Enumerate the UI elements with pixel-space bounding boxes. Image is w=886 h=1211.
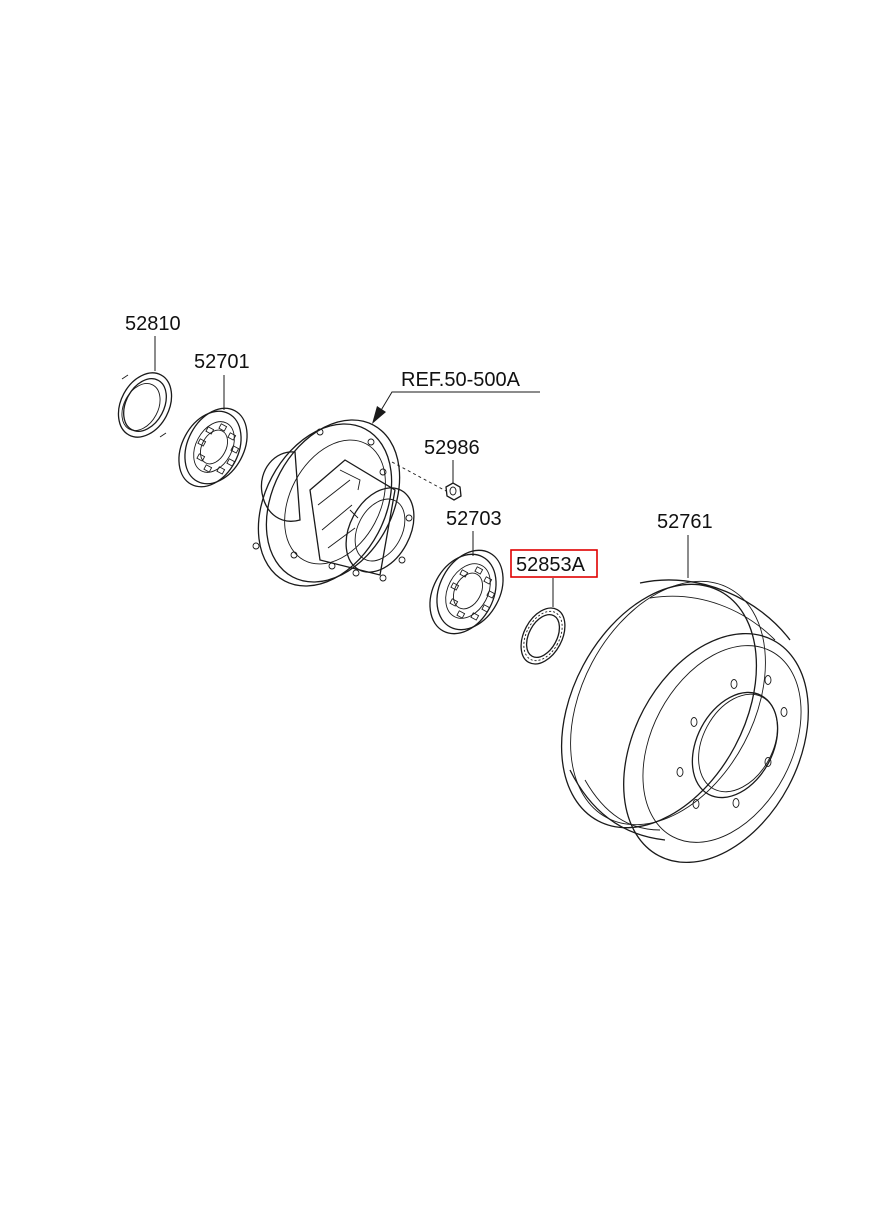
label-52701[interactable]: 52701 — [194, 351, 250, 373]
brake-drum-52761[interactable] — [522, 548, 846, 894]
bearing-52703[interactable] — [417, 539, 516, 645]
label-ref-50-500a[interactable]: REF.50-500A — [401, 369, 521, 391]
arrowhead-icon — [372, 406, 386, 424]
label-52761[interactable]: 52761 — [657, 511, 713, 533]
label-52986[interactable]: 52986 — [424, 437, 480, 459]
label-52703[interactable]: 52703 — [446, 508, 502, 530]
label-52853a[interactable]: 52853A — [516, 554, 586, 576]
oil-seal-52810[interactable] — [108, 364, 182, 447]
label-52810[interactable]: 52810 — [125, 313, 181, 335]
retainer-52853a[interactable] — [512, 601, 574, 672]
wheel-hub[interactable] — [232, 397, 428, 609]
highlight-box — [510, 549, 598, 578]
leader-ref-50-500a — [379, 391, 540, 413]
bearing-52701[interactable] — [166, 398, 259, 498]
nut-52986[interactable] — [445, 482, 462, 501]
stud-axis-line — [391, 461, 447, 492]
